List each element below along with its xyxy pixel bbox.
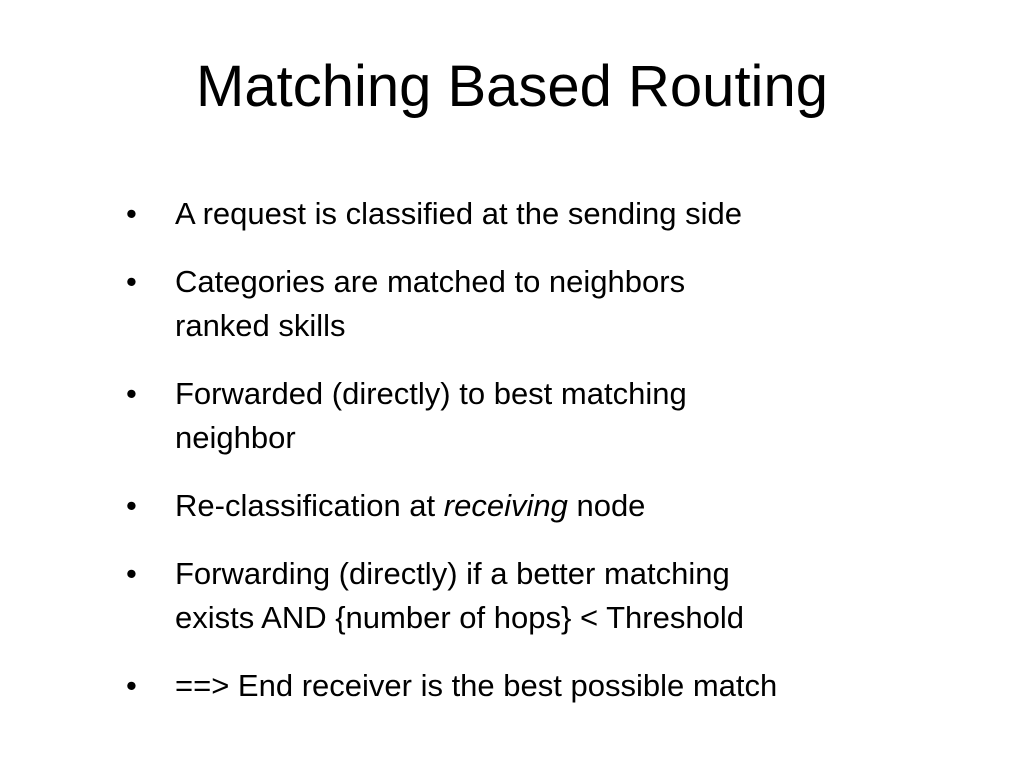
- bullet-item: • A request is classified at the sending…: [126, 192, 946, 236]
- emphasized-word: receiving: [443, 488, 568, 523]
- bullet-text: ==> End receiver is the best possible ma…: [175, 668, 778, 703]
- bullet-icon: •: [126, 556, 137, 591]
- bullet-text: A request is classified at the sending s…: [175, 196, 742, 231]
- bullet-item: • Re-classification at receiving node: [126, 484, 946, 528]
- bullet-text: Categories are matched to neighbors: [175, 264, 686, 299]
- bullet-icon: •: [126, 376, 137, 411]
- bullet-icon: •: [126, 264, 137, 299]
- bullet-item: • Forwarding (directly) if a better matc…: [126, 552, 946, 640]
- bullet-item: • Categories are matched to neighbors ra…: [126, 260, 946, 348]
- bullet-icon: •: [126, 668, 137, 703]
- bullet-text-after: node: [567, 488, 646, 523]
- bullet-icon: •: [126, 488, 137, 523]
- bullet-text: Forwarded (directly) to best matching: [175, 376, 687, 411]
- bullet-text: Forwarding (directly) if a better matchi…: [175, 556, 730, 591]
- bullet-icon: •: [126, 196, 137, 231]
- bullet-item: • ==> End receiver is the best possible …: [126, 664, 946, 708]
- bullet-item: • Forwarded (directly) to best matching …: [126, 372, 946, 460]
- bullet-text-continued: ranked skills: [175, 308, 346, 343]
- bullet-text-continued: exists AND {number of hops} < Threshold: [175, 600, 744, 635]
- bullet-text-continued: neighbor: [175, 420, 296, 455]
- bullet-text: Re-classification at receiving node: [175, 484, 946, 528]
- bullet-list: • A request is classified at the sending…: [126, 192, 946, 732]
- bullet-text-before: Re-classification at: [175, 488, 444, 523]
- slide-title: Matching Based Routing: [196, 54, 828, 119]
